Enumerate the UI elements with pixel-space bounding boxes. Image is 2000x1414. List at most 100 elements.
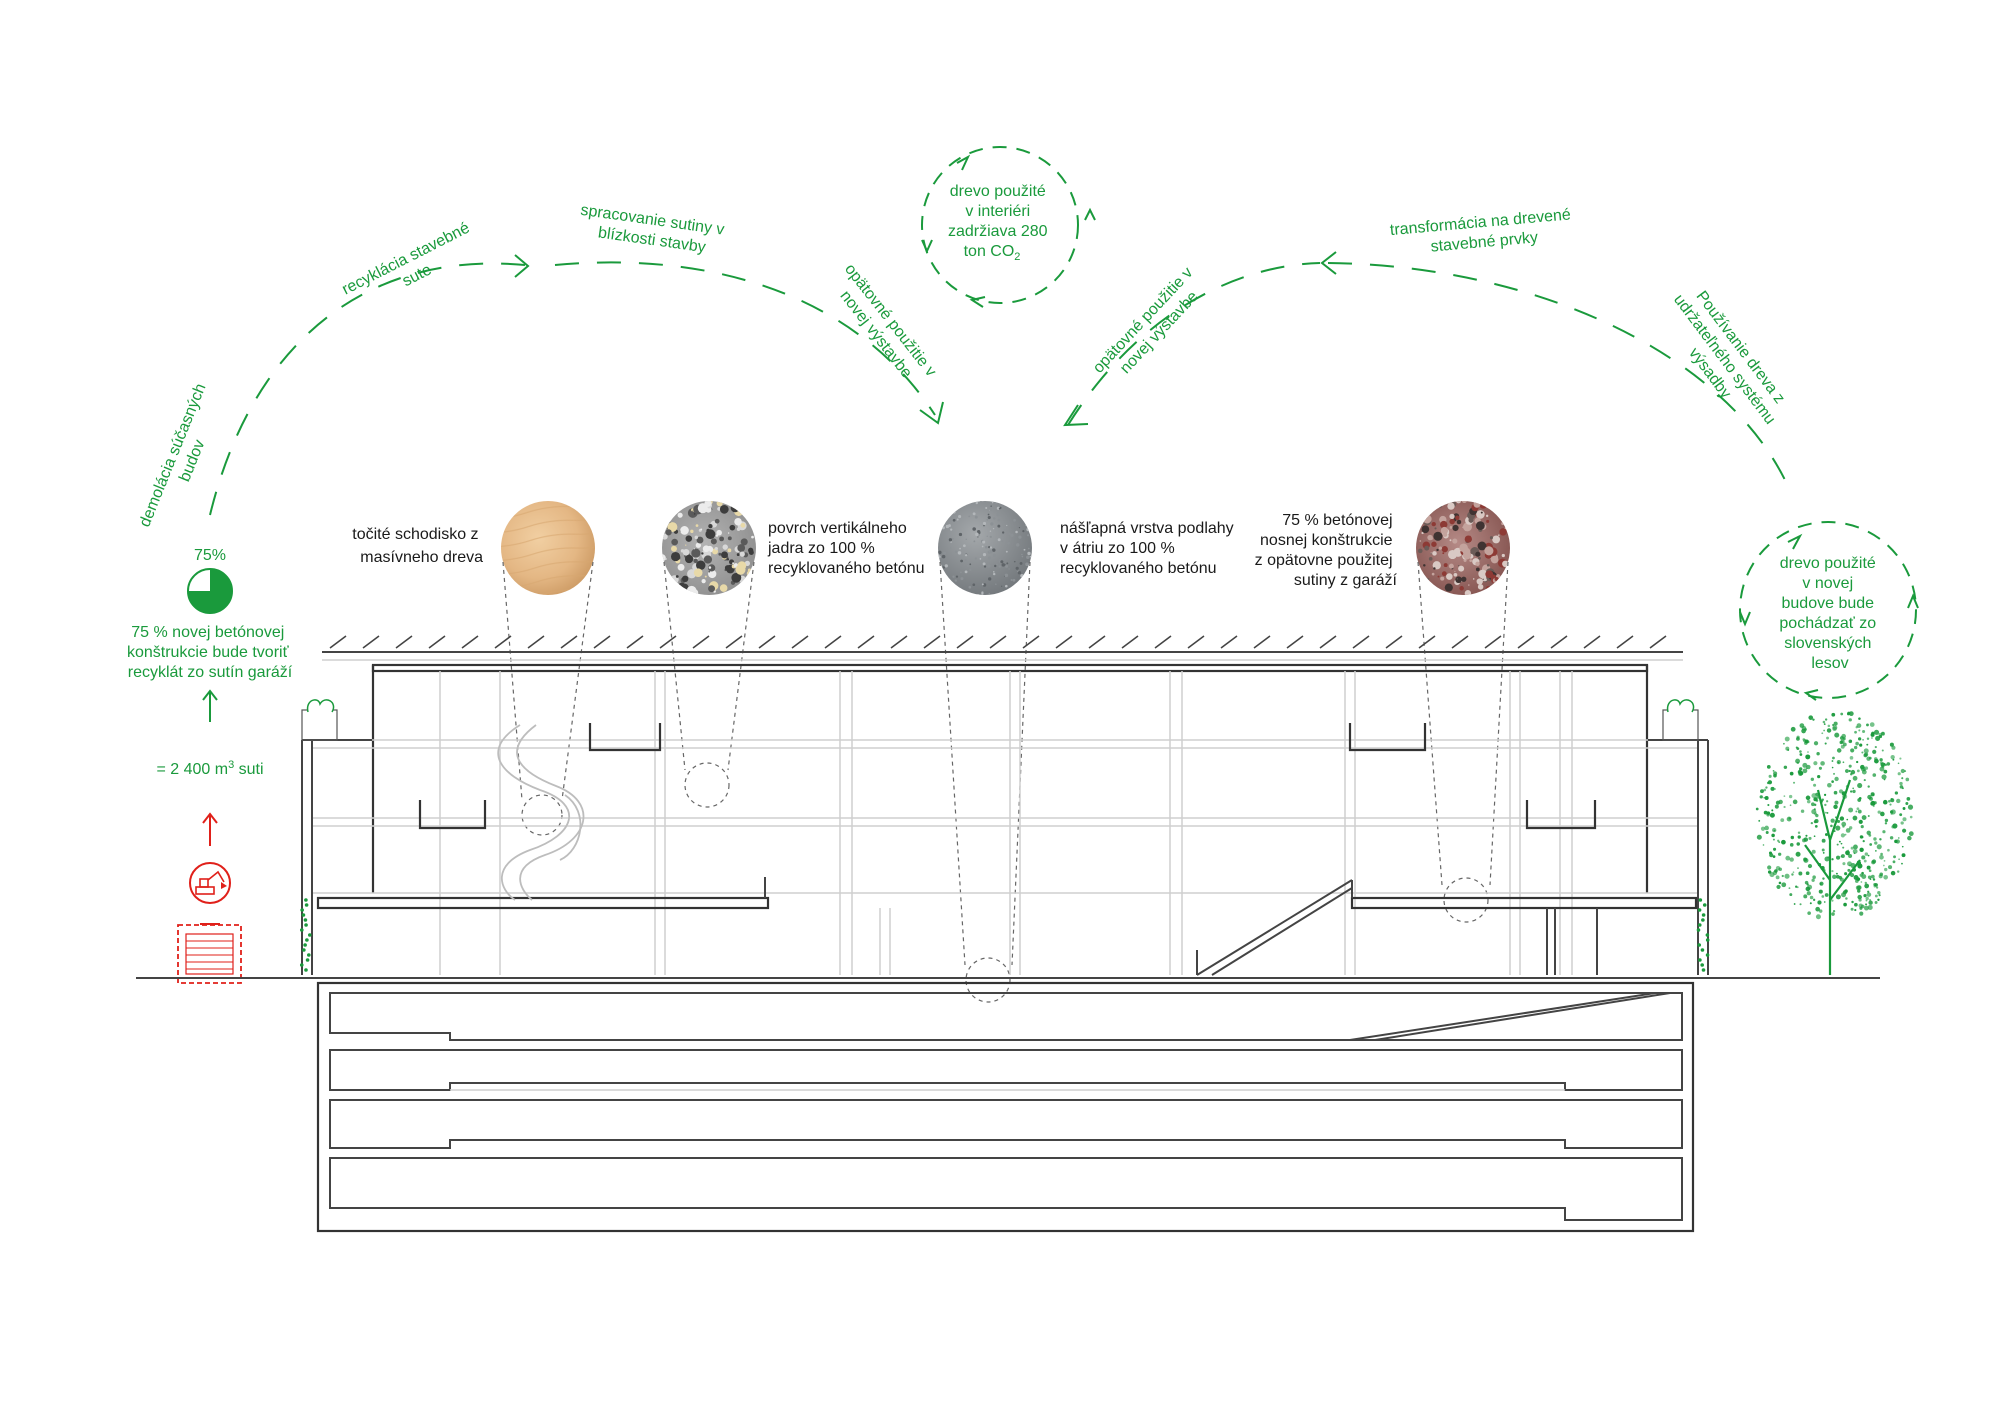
pergola-slat xyxy=(1286,635,1304,649)
texture-fleck xyxy=(964,570,968,574)
cycle-arc-right-b xyxy=(1327,262,1786,481)
tree-leaf xyxy=(1874,758,1879,764)
label-sustainable-wood: Používanie dreva z udržateľného systému … xyxy=(1654,279,1797,443)
texture-fleck xyxy=(740,522,746,528)
tree-leaf xyxy=(1840,855,1843,858)
tree-leaf xyxy=(1764,825,1769,831)
tree-leaf xyxy=(1862,738,1864,741)
texture-fleck xyxy=(1441,571,1447,577)
tree-leaf xyxy=(1773,829,1776,832)
tree-leaf xyxy=(1789,804,1792,807)
tree-leaf xyxy=(1808,836,1812,840)
vine-leaf xyxy=(1698,898,1703,902)
tree-leaf xyxy=(1822,877,1825,880)
tree-leaf xyxy=(1826,811,1829,814)
wood-dashed-circle xyxy=(1739,521,1917,699)
texture-fleck xyxy=(740,538,748,546)
tree-leaf xyxy=(1896,870,1900,873)
tree-leaf xyxy=(1872,773,1877,777)
texture-fleck xyxy=(1454,570,1456,573)
texture-fleck xyxy=(1442,552,1445,555)
texture-fleck xyxy=(1008,568,1010,570)
texture-fleck xyxy=(714,547,718,551)
tree-leaf xyxy=(1839,816,1845,821)
vine-leaf xyxy=(1700,963,1704,967)
texture-fleck xyxy=(708,569,717,579)
texture-fleck xyxy=(987,564,991,568)
tree-leaf xyxy=(1863,748,1869,754)
tree-leaf xyxy=(1840,744,1845,749)
tree-leaf xyxy=(1840,736,1844,740)
texture-fleck xyxy=(677,582,687,592)
texture-fleck xyxy=(1013,560,1016,563)
texture-fleck xyxy=(670,551,681,562)
texture-fleck xyxy=(1479,501,1487,509)
tree-leaf xyxy=(1767,870,1772,874)
tree-leaf xyxy=(1821,848,1825,852)
tree-leaf xyxy=(1835,825,1841,831)
tree-leaf xyxy=(1755,807,1759,811)
tree-leaf xyxy=(1863,905,1869,911)
tree-leaf xyxy=(1883,769,1888,774)
pergola-slat xyxy=(527,635,545,649)
material-label-grey-concrete: nášľapná vrstva podlahy v átriu zo 100 %… xyxy=(1060,520,1238,577)
tree-leaf xyxy=(1858,737,1862,741)
tree-leaf xyxy=(1867,785,1870,788)
texture-fleck xyxy=(751,535,754,539)
percent-pie-slice xyxy=(188,569,232,613)
texture-fleck xyxy=(992,572,996,576)
texture-fleck xyxy=(719,536,725,542)
tree-leaf xyxy=(1797,835,1801,839)
tree-leaf xyxy=(1845,785,1849,789)
pergola-slat xyxy=(824,635,842,649)
tree-leaf xyxy=(1874,745,1877,749)
tree-leaf xyxy=(1852,787,1854,790)
texture-fleck xyxy=(677,512,683,518)
tree-leaf xyxy=(1861,871,1864,875)
tree-leaf xyxy=(1778,867,1782,872)
texture-fleck xyxy=(976,594,980,595)
tree-leaf xyxy=(1879,872,1884,877)
tree-leaf xyxy=(1771,833,1775,838)
texture-fleck xyxy=(966,564,970,567)
tree-leaf xyxy=(1858,729,1861,732)
tree-leaf xyxy=(1844,872,1848,876)
underground-garage xyxy=(316,981,1695,1233)
tree-leaf xyxy=(1818,889,1823,894)
tree-leaf xyxy=(1868,834,1872,837)
tree-leaf xyxy=(1892,758,1895,761)
texture-fleck xyxy=(1006,524,1008,527)
tree-leaf xyxy=(1831,712,1836,717)
tree-leaf xyxy=(1899,785,1904,789)
texture-fleck xyxy=(703,555,713,564)
tree-leaf xyxy=(1807,863,1813,869)
tree-leaf xyxy=(1769,812,1775,818)
tree-leaf xyxy=(1888,799,1891,803)
tree-leaf xyxy=(1887,848,1890,852)
tree-leaf xyxy=(1826,736,1829,740)
tree-leaf xyxy=(1766,781,1770,785)
tree-leaf xyxy=(1869,722,1875,727)
tree-leaf xyxy=(1848,854,1853,859)
tree-leaf xyxy=(1882,830,1886,834)
tree-leaf xyxy=(1806,891,1811,896)
tree-leaf xyxy=(1899,757,1902,760)
tree-leaf xyxy=(1867,794,1872,800)
co2-cycle: drevo použité v interiéri zadržiava 280 … xyxy=(921,146,1096,308)
texture-fleck xyxy=(1421,525,1430,534)
texture-fleck xyxy=(1021,555,1024,558)
tree-leaf xyxy=(1773,847,1777,851)
texture-fleck xyxy=(695,542,702,548)
texture-fleck xyxy=(965,538,967,540)
texture-fleck xyxy=(1464,528,1468,532)
tree-leaf xyxy=(1776,884,1781,890)
tree-leaf xyxy=(1789,893,1793,897)
texture-fleck xyxy=(1455,516,1459,521)
material-sample-wood xyxy=(501,501,595,595)
tree-leaf xyxy=(1830,824,1833,828)
tree-leaf xyxy=(1889,803,1892,806)
tree-leaf xyxy=(1854,902,1858,907)
pergola-slat xyxy=(1352,635,1370,649)
texture-fleck xyxy=(1008,532,1011,535)
